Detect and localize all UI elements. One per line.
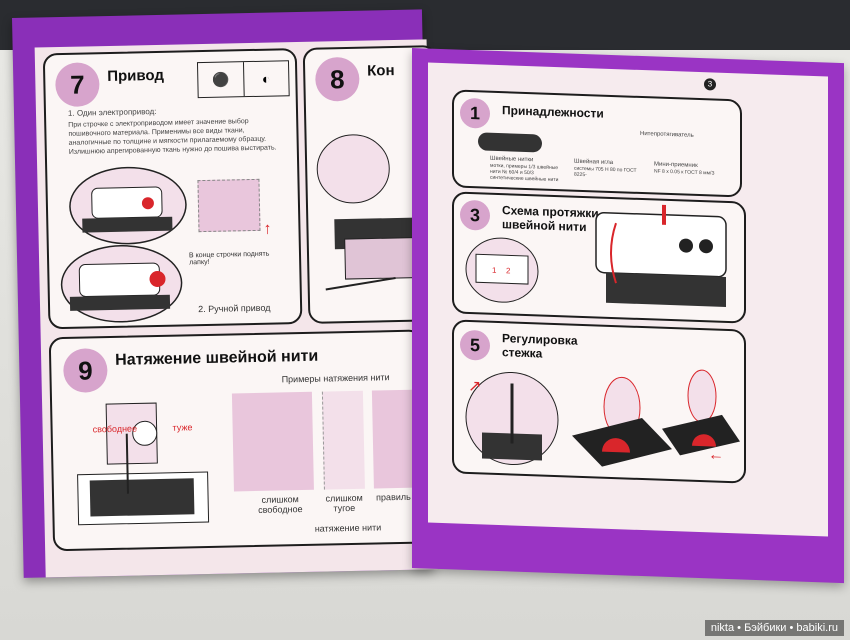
- thread-desc: мотки, примеры 1/3 швейные нити № 60/4 и…: [490, 162, 559, 184]
- stitch-sample-tight: [321, 390, 365, 490]
- sewing-machine-manual-illustration: [60, 245, 183, 323]
- panel-title: Принадлежности: [502, 103, 604, 121]
- sewing-machine-illustration: [69, 166, 187, 245]
- panel-number: 8: [314, 56, 360, 102]
- stitch-machine-illustration: [465, 371, 559, 466]
- panel-title: Натяжение швейной нити: [115, 347, 319, 369]
- panel-1-accessories: 1 Принадлежности Швейные нитки мотки, пр…: [452, 89, 742, 198]
- panel-number: 3: [460, 199, 490, 231]
- sewing-machine-illustration: [316, 134, 425, 291]
- thread-spool-icon: [478, 132, 542, 153]
- panel-3-threading-scheme: 3 Схема протяжки швейной нити 1 2: [452, 191, 746, 324]
- panel-number: 5: [460, 329, 490, 361]
- feed-dog-illustration: [572, 369, 740, 467]
- panel-number: 9: [62, 348, 108, 393]
- too-tight-label: слишком тугое: [325, 492, 363, 514]
- panel-number: 7: [54, 62, 100, 108]
- svg-text:1: 1: [492, 266, 497, 275]
- threader-label: Нитепротягиватель: [640, 130, 694, 139]
- panel-title: Кон: [367, 62, 395, 80]
- loose-label: свободнее: [92, 423, 138, 435]
- correct-label: правиль: [376, 491, 411, 503]
- booklet-left-page: 7 Привод ⚫ ◐ 1. Один электропривод: При …: [34, 39, 456, 578]
- panel-note: В конце строчки поднять лапку!: [188, 250, 270, 267]
- panel-body-text: При строчке с электроприводом имеет знач…: [68, 118, 277, 156]
- panel-9-thread-tension: 9 Натяжение швейной нити Примеры натяжен…: [48, 329, 428, 552]
- threading-machine-illustration: 1 2: [465, 237, 539, 303]
- panel-subtitle: 1. Один электропривод:: [67, 106, 157, 118]
- panel-7-drive: 7 Привод ⚫ ◐ 1. Один электропривод: При …: [42, 48, 303, 330]
- pins-desc: NF 8 x 0.05 к ГОСТ 8 мм/З: [654, 168, 715, 177]
- stitch-sample-loose: [231, 391, 314, 492]
- too-loose-label: слишком свободное: [258, 494, 303, 515]
- svg-text:2: 2: [506, 266, 511, 275]
- booklet-right-page: 3 1 Принадлежности Швейные нитки мотки, …: [428, 62, 828, 537]
- panel-title: Привод: [107, 66, 165, 86]
- fabric-sample: [197, 178, 261, 233]
- panel-5-stitch-regulation: 5 Регулировка стежка ↗ ←: [452, 319, 746, 484]
- panel-8: 8 Кон: [302, 45, 443, 324]
- booklet-left-cover: 7 Привод ⚫ ◐ 1. Один электропривод: При …: [12, 9, 456, 578]
- watermark: nikta • Бэйбики • babiki.ru: [704, 620, 844, 636]
- thread-tension-label: натяжение нити: [314, 522, 382, 534]
- manual-drive-label: 2. Ручной привод: [198, 302, 271, 315]
- needle-desc: системы 705 H 80 по ГОСТ 8225-: [574, 165, 637, 179]
- page-badge: 3: [704, 78, 716, 91]
- red-arrow-icon: ←: [708, 446, 724, 464]
- examples-label: Примеры натяжения нити: [281, 372, 390, 385]
- booklet-right-cover: 3 1 Принадлежности Швейные нитки мотки, …: [412, 48, 844, 584]
- drive-mode-icons: ⚫ ◐: [196, 60, 290, 99]
- red-arrow-icon: ↗: [468, 377, 482, 396]
- red-arrow-icon: ↑: [263, 220, 272, 238]
- panel-number: 1: [460, 97, 490, 129]
- tight-label: туже: [172, 422, 193, 433]
- sewing-machine-large-illustration: [595, 204, 727, 307]
- tension-dial-illustration: [77, 402, 210, 526]
